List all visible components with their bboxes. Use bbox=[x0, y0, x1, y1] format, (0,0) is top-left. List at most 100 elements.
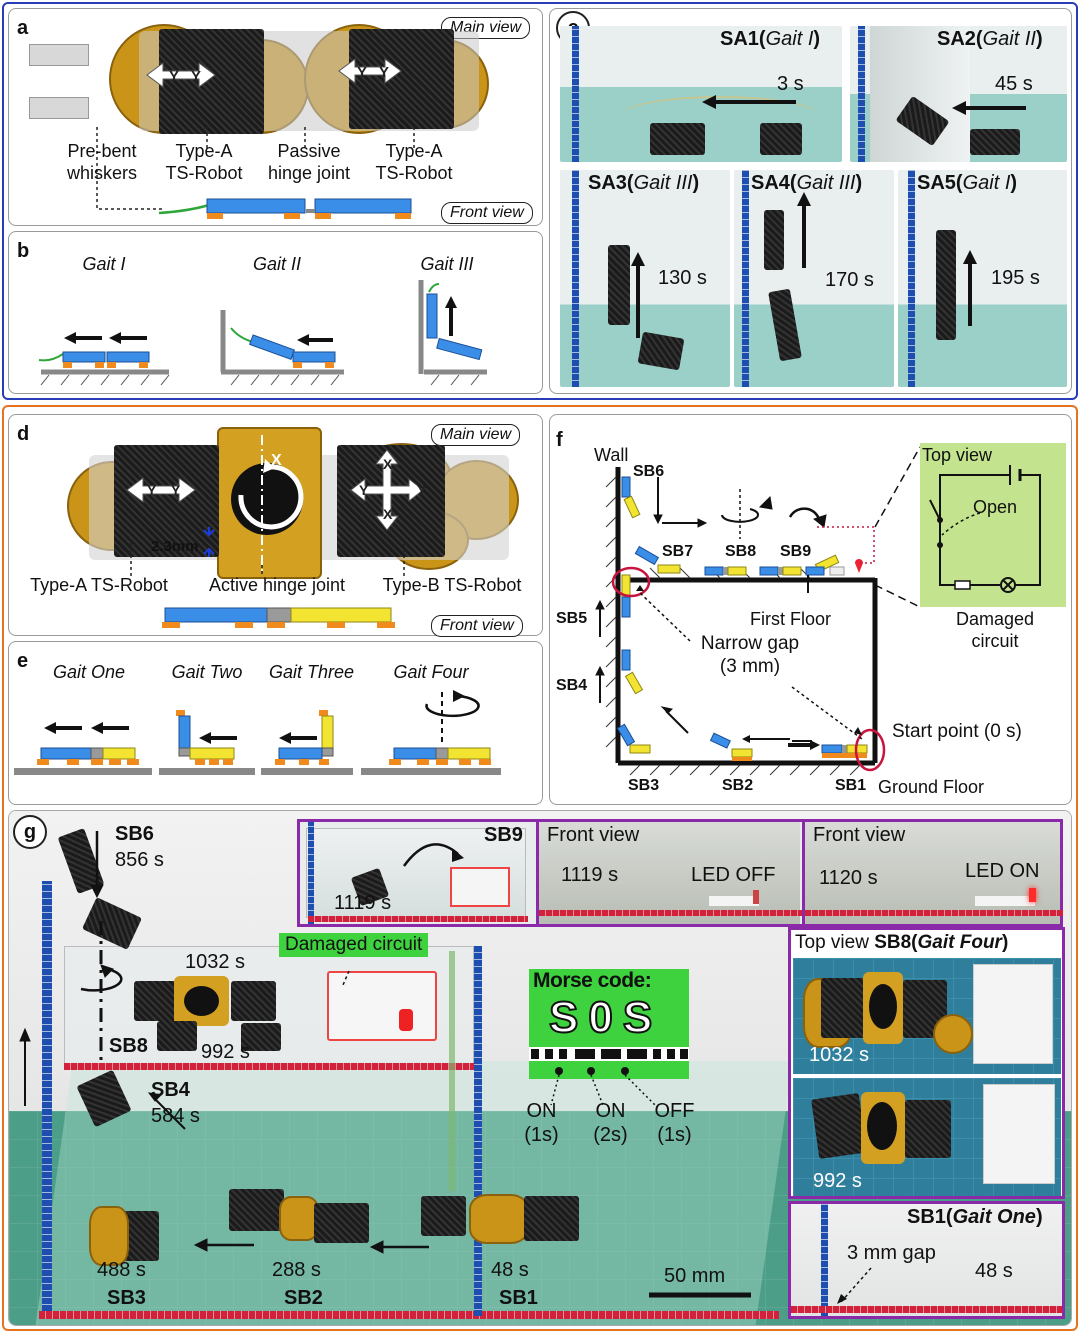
sa5-title: SA5(Gait I) bbox=[917, 172, 1018, 194]
front-view-schematic-a bbox=[158, 198, 412, 219]
sa1-title: SA1(Gait I) bbox=[720, 28, 821, 50]
main-view-tag-d: Main view bbox=[431, 424, 521, 446]
sa4-time: 170 s bbox=[825, 269, 874, 291]
bottom-figure-frame bbox=[2, 405, 1078, 1331]
sa2-time: 45 s bbox=[995, 73, 1033, 95]
sb4-label-f: SB4 bbox=[556, 677, 588, 694]
sb8-inset-time-1032: 1032 s bbox=[809, 1044, 870, 1066]
gait-schematics-b bbox=[38, 280, 487, 386]
sb5-label-f: SB5 bbox=[556, 610, 588, 627]
svg-text:Y: Y bbox=[171, 482, 181, 498]
type-a-robot-2-label: Type-A TS-Robot bbox=[375, 141, 453, 183]
sb3-label: SB3 bbox=[107, 1287, 146, 1309]
gait-four-title: Gait Four bbox=[393, 662, 469, 682]
sa1-time: 3 s bbox=[777, 73, 804, 95]
svg-text:Y: Y bbox=[191, 68, 201, 85]
sb8-inset-time-992: 992 s bbox=[813, 1170, 862, 1192]
panel-b-letter: b bbox=[17, 240, 30, 262]
gait-1-title: Gait I bbox=[82, 254, 126, 274]
morse-title: Morse code: bbox=[533, 969, 652, 992]
morse-letters: S0S bbox=[548, 992, 663, 1043]
sb9-inset: SB9 1119 s Front view 1119 s LED OFF Fro… bbox=[297, 819, 1063, 927]
sb9-front-view-off: Front view 1119 s LED OFF bbox=[536, 822, 803, 924]
svg-text:X: X bbox=[383, 506, 393, 522]
snapshot-sa3 bbox=[560, 170, 730, 387]
panel-g: Morse code: S0S ON (1s) ON (2s) OFF (1s)… bbox=[8, 810, 1072, 1326]
sb7-label-f: SB7 bbox=[662, 543, 694, 560]
gait-two-title: Gait Two bbox=[171, 662, 243, 682]
front-view-tag-d: Front view bbox=[431, 615, 523, 637]
type-a-label-d: Type-A TS-Robot bbox=[30, 575, 168, 595]
narrow-gap-label: Narrow gap (3 mm) bbox=[700, 633, 800, 677]
sb8-inset-title: Top view SB8(Gait Four) bbox=[795, 932, 1009, 953]
type-a-robot-1-label: Type-A TS-Robot bbox=[165, 141, 243, 183]
open-label: Open bbox=[973, 497, 1018, 517]
panel-a-letter: a bbox=[17, 17, 29, 39]
sb8-top-photo-2: 992 s bbox=[793, 1078, 1061, 1196]
wall-label: Wall bbox=[594, 445, 629, 465]
sb1-inset-time: 48 s bbox=[975, 1260, 1013, 1282]
svg-text:Y: Y bbox=[357, 64, 367, 81]
svg-text:X: X bbox=[383, 456, 393, 472]
sa4-title: SA4(Gait III) bbox=[751, 172, 863, 194]
sb3-time: 488 s bbox=[97, 1259, 146, 1281]
sb9-label-f: SB9 bbox=[780, 543, 812, 560]
svg-text:Y: Y bbox=[417, 482, 427, 498]
thickness-label: 2.3mm bbox=[151, 538, 199, 555]
sb6-label: SB6 bbox=[115, 823, 154, 845]
sa5-time: 195 s bbox=[991, 267, 1040, 289]
start-point-label: Start point (0 s) bbox=[892, 721, 1022, 742]
sb1-time: 48 s bbox=[491, 1259, 529, 1281]
sb9-label: SB9 bbox=[484, 824, 523, 846]
morse-legend-3: OFF (1s) bbox=[654, 1100, 695, 1146]
ground-floor-label: Ground Floor bbox=[878, 777, 985, 797]
sb8-inset: Top view SB8(Gait Four) 1032 s 992 s bbox=[788, 927, 1065, 1199]
snapshot-sa5 bbox=[898, 170, 1067, 387]
morse-legend-1: ON (1s) bbox=[524, 1100, 559, 1146]
sb1-inset-title: SB1(Gait One) bbox=[907, 1206, 1043, 1228]
sa2-title: SA2(Gait II) bbox=[937, 28, 1043, 50]
panel-f: f Wall bbox=[549, 414, 1072, 805]
sb6-label-f: SB6 bbox=[633, 463, 665, 480]
svg-text:Y: Y bbox=[359, 482, 369, 498]
type-b-label-d: Type-B TS-Robot bbox=[382, 575, 522, 595]
front-view-2-title: Front view bbox=[813, 824, 906, 846]
sb8-top-photo-1: 1032 s bbox=[793, 958, 1061, 1074]
panel-d-letter: d bbox=[17, 423, 30, 445]
led-on-label: LED ON bbox=[965, 860, 1040, 882]
sb9-front-view-on: Front view 1120 s LED ON bbox=[802, 822, 1063, 924]
front-view-2-time: 1120 s bbox=[819, 867, 878, 889]
gait-3-title: Gait III bbox=[420, 254, 474, 274]
whiskers-label: Pre-bent whiskers bbox=[66, 141, 137, 183]
sb2-label-f: SB2 bbox=[722, 777, 754, 794]
scale-bar-label: 50 mm bbox=[664, 1265, 726, 1287]
sb9-time: 1119 s bbox=[334, 892, 392, 914]
gait-2-title: Gait II bbox=[252, 254, 301, 274]
svg-text:X: X bbox=[271, 452, 282, 469]
panel-f-letter: f bbox=[556, 429, 563, 451]
sb1-label: SB1 bbox=[499, 1287, 538, 1309]
passive-hinge-label: Passive hinge joint bbox=[267, 141, 351, 183]
front-view-tag: Front view bbox=[441, 202, 533, 224]
panel-b: b Gait I Gait II Gait III bbox=[8, 231, 543, 394]
sb1-gap-label: 3 mm gap bbox=[847, 1242, 936, 1264]
sb2-time: 288 s bbox=[272, 1259, 321, 1281]
svg-text:Y: Y bbox=[147, 482, 157, 498]
led-off-label: LED OFF bbox=[691, 864, 776, 886]
front-view-1-time: 1119 s bbox=[561, 864, 619, 886]
sb3-label-f: SB3 bbox=[628, 777, 660, 794]
sb4-label: SB4 bbox=[151, 1079, 190, 1101]
gait-three-title: Gait Three bbox=[268, 662, 355, 682]
damaged-circuit-label-f: Damaged circuit bbox=[955, 609, 1035, 651]
damaged-circuit-board bbox=[327, 971, 437, 1041]
svg-text:Y: Y bbox=[379, 64, 389, 81]
morse-legend-2: ON (2s) bbox=[593, 1100, 628, 1146]
gait-schematics-e bbox=[14, 690, 501, 775]
snapshot-sa4 bbox=[734, 170, 894, 387]
panel-e: e Gait One Gait Two Gait Three Gait Four bbox=[8, 641, 543, 805]
path-diagram-f bbox=[595, 443, 1066, 776]
